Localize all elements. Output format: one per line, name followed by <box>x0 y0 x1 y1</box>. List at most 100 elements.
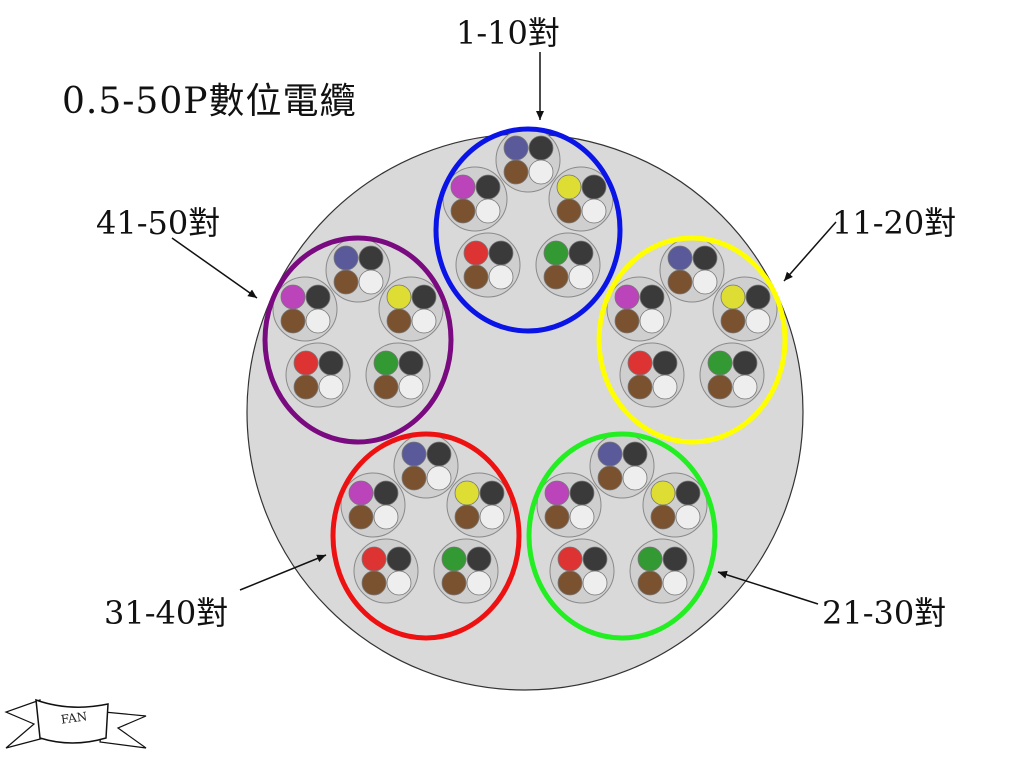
wire-brown <box>373 374 399 400</box>
wire-yellow <box>556 174 582 200</box>
wire-blue <box>597 441 623 467</box>
wire-blue <box>667 245 693 271</box>
quad-unit-outline <box>642 472 708 538</box>
wire-brown <box>454 504 480 530</box>
wire-yellow <box>386 284 412 310</box>
wire-black <box>692 245 718 271</box>
wire-white <box>581 198 607 224</box>
wire-black <box>398 350 424 376</box>
wire-magenta <box>544 480 570 506</box>
quad-unit-outline <box>549 538 615 604</box>
quad-unit <box>659 237 725 303</box>
wire-black <box>745 284 771 310</box>
fan-logo-ribbon <box>4 698 147 749</box>
quad-unit-outline <box>272 276 338 342</box>
wire-white <box>373 504 399 530</box>
pair-label-1-10: 1-10對 <box>456 14 560 52</box>
quad-unit-outline <box>535 232 601 298</box>
wire-black <box>411 284 437 310</box>
quad-unit-outline <box>589 433 655 499</box>
wire-white <box>622 465 648 491</box>
quad-unit <box>340 472 406 538</box>
quad-unit-outline <box>446 472 512 538</box>
wire-white <box>745 308 771 334</box>
wire-black <box>373 480 399 506</box>
quad-unit <box>433 538 499 604</box>
wire-red <box>463 240 489 266</box>
wire-black <box>675 480 701 506</box>
pair-group-g3 <box>526 431 718 641</box>
wire-white <box>305 308 331 334</box>
wire-black <box>426 441 452 467</box>
quad-unit-outline <box>393 433 459 499</box>
quad-unit-outline <box>629 538 695 604</box>
pair-label-11-20: 11-20對 <box>832 204 957 242</box>
wire-white <box>569 504 595 530</box>
quad-unit <box>712 276 778 342</box>
quad-unit <box>548 166 614 232</box>
arrow-g3 <box>717 570 819 605</box>
wire-white <box>466 570 492 596</box>
quad-unit-outline <box>606 276 672 342</box>
quad-unit <box>699 342 765 408</box>
wire-brown <box>556 198 582 224</box>
cable-sheath <box>246 133 804 691</box>
wire-green <box>707 350 733 376</box>
quad-unit <box>446 472 512 538</box>
wire-red <box>293 350 319 376</box>
wire-green <box>441 546 467 572</box>
wire-black <box>318 350 344 376</box>
quad-unit-outline <box>340 472 406 538</box>
wire-white <box>411 308 437 334</box>
wire-brown <box>401 465 427 491</box>
wire-red <box>557 546 583 572</box>
pair-label-41-50: 41-50對 <box>96 204 221 242</box>
wire-magenta <box>348 480 374 506</box>
quad-unit <box>365 342 431 408</box>
quad-unit <box>272 276 338 342</box>
wire-white <box>568 264 594 290</box>
pair-label-21-30: 21-30對 <box>822 594 947 632</box>
wire-black <box>475 174 501 200</box>
group-ring-g4 <box>330 431 522 641</box>
wire-black <box>652 350 678 376</box>
wire-brown <box>557 570 583 596</box>
wire-black <box>582 546 608 572</box>
arrow-g5 <box>171 237 258 299</box>
wire-brown <box>707 374 733 400</box>
wire-blue <box>503 135 529 161</box>
quad-unit <box>619 342 685 408</box>
pair-group-g1 <box>433 126 623 334</box>
wire-brown <box>463 264 489 290</box>
quad-unit-outline <box>433 538 499 604</box>
wire-white <box>318 374 344 400</box>
wire-brown <box>650 504 676 530</box>
wire-brown <box>348 504 374 530</box>
quad-unit-outline <box>495 127 561 193</box>
quad-unit-outline <box>378 276 444 342</box>
wire-brown <box>614 308 640 334</box>
wire-black <box>568 240 594 266</box>
wire-red <box>361 546 387 572</box>
wire-black <box>305 284 331 310</box>
wire-white <box>675 504 701 530</box>
wire-magenta <box>614 284 640 310</box>
quad-unit <box>606 276 672 342</box>
wire-black <box>732 350 758 376</box>
wire-white <box>386 570 412 596</box>
group-ring-g3 <box>526 431 718 641</box>
wire-green <box>373 350 399 376</box>
wire-white <box>398 374 424 400</box>
wire-white <box>358 269 384 295</box>
quad-unit-outline <box>285 342 351 408</box>
wire-brown <box>386 308 412 334</box>
quad-unit <box>535 232 601 298</box>
wire-black <box>581 174 607 200</box>
quad-unit <box>495 127 561 193</box>
quad-unit <box>629 538 695 604</box>
quad-unit <box>393 433 459 499</box>
wire-blue <box>401 441 427 467</box>
wire-black <box>488 240 514 266</box>
quad-unit-outline <box>325 237 391 303</box>
